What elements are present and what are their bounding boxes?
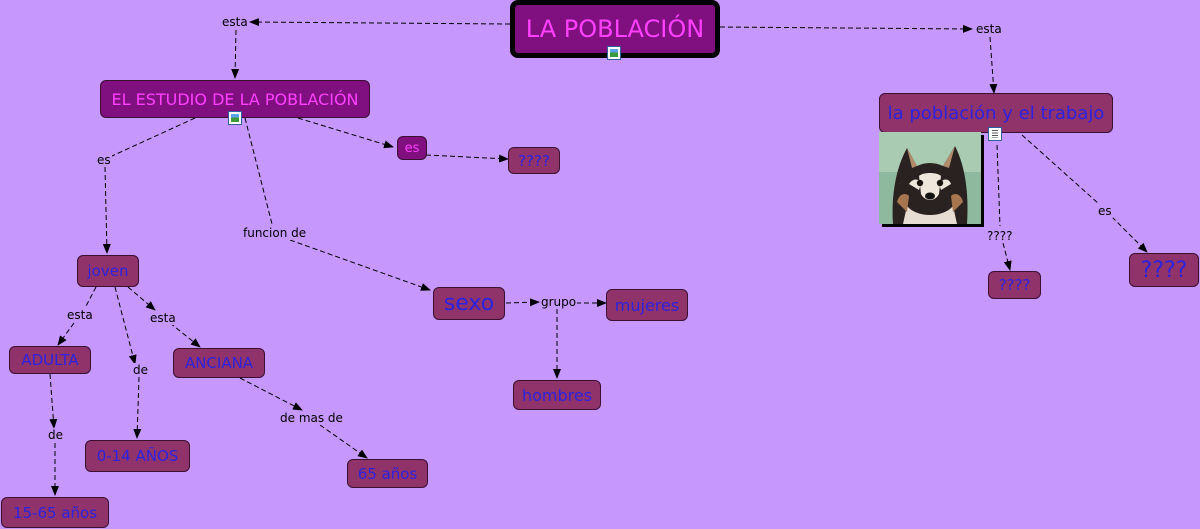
edge-root-esta-left (249, 18, 511, 27)
edge-es-small-unknown (425, 154, 509, 163)
link-esta-right: esta (975, 22, 1003, 36)
edge-de-0-14 (133, 376, 142, 439)
concept-unknown-top[interactable]: ???? (508, 147, 560, 174)
concept-label: ???? (1140, 257, 1188, 283)
edge-esta-estudio (231, 29, 240, 79)
concept-hombres[interactable]: hombres (513, 380, 601, 410)
link-unknown: ???? (986, 229, 1014, 243)
concept-label: ???? (518, 151, 550, 170)
concept-joven[interactable]: joven (77, 255, 139, 287)
concept-sexo[interactable]: sexo (433, 287, 505, 320)
edge-joven-de (114, 286, 137, 365)
husky-dog-photo (879, 132, 981, 224)
edge-sexo-grupo (505, 298, 540, 307)
edge-anciana-de-mas (239, 377, 303, 411)
edge-trabajo-unknown-link (996, 144, 1001, 227)
concept-label: es (404, 140, 420, 156)
link-es-estudio: es (96, 153, 112, 167)
link-grupo: grupo (540, 295, 578, 309)
edge-esta-anciana (169, 322, 201, 348)
link-esta-left: esta (221, 15, 249, 29)
concept-65-anos[interactable]: 65 años (347, 459, 428, 488)
edge-unknown-link-mid (1002, 242, 1012, 271)
concept-label: la población y el trabajo (887, 102, 1105, 124)
edge-joven-esta-adulta (84, 286, 97, 309)
concept-0-14-anos[interactable]: 0-14 AÑOS (85, 440, 190, 472)
concept-label: LA POBLACIÓN (525, 15, 705, 43)
concept-label: hombres (521, 385, 593, 405)
link-de-mas-de: de mas de (279, 411, 344, 425)
edge-estudio-es-small (297, 117, 394, 149)
concept-label: ADULTA (21, 351, 79, 369)
concept-es[interactable]: es (397, 136, 427, 160)
edge-root-esta-right (719, 24, 973, 33)
concept-label: mujeres (614, 295, 680, 315)
concept-label: ANCIANA (184, 354, 254, 372)
concept-15-65-anos[interactable]: 15-65 años (1, 497, 109, 528)
edge-joven-esta-anciana (127, 286, 156, 311)
link-esta-adulta: esta (66, 308, 94, 322)
image-resource-icon[interactable] (228, 111, 242, 125)
concept-unknown-mid[interactable]: ???? (988, 271, 1041, 299)
concept-anciana[interactable]: ANCIANA (173, 348, 265, 378)
concept-label: ???? (998, 276, 1031, 294)
document-resource-icon[interactable] (988, 127, 1002, 141)
link-de-adulta: de (47, 428, 64, 442)
link-esta-anciana: esta (149, 311, 177, 325)
concept-adulta[interactable]: ADULTA (9, 346, 91, 374)
edge-esta-trabajo (989, 36, 998, 94)
concept-label: sexo (443, 291, 495, 316)
edge-estudio-funcion (244, 117, 273, 225)
concept-label: 0-14 AÑOS (96, 447, 179, 465)
concept-label: 15-65 años (12, 503, 98, 522)
edge-de-mas-65 (319, 424, 368, 459)
concept-unknown-big[interactable]: ???? (1129, 253, 1199, 287)
concept-poblacion-trabajo[interactable]: la población y el trabajo (879, 93, 1113, 133)
edge-es-joven (102, 166, 111, 254)
edge-adulta-de (49, 373, 58, 429)
link-de-joven: de (132, 363, 149, 377)
edge-esta-adulta (57, 322, 75, 346)
link-es-trabajo: es (1097, 204, 1113, 218)
concept-label: EL ESTUDIO DE LA POBLACIÓN (111, 89, 359, 109)
edge-estudio-es (111, 117, 196, 157)
edge-funcion-sexo (289, 239, 431, 291)
concept-label: joven (87, 262, 129, 280)
concept-mujeres[interactable]: mujeres (606, 289, 688, 321)
image-resource-icon[interactable] (607, 46, 621, 60)
edge-trabajo-es (1021, 134, 1100, 205)
concept-label: 65 años (357, 464, 418, 483)
edge-es-unknown-big (1111, 216, 1148, 253)
link-funcion-de: funcion de (242, 226, 308, 240)
